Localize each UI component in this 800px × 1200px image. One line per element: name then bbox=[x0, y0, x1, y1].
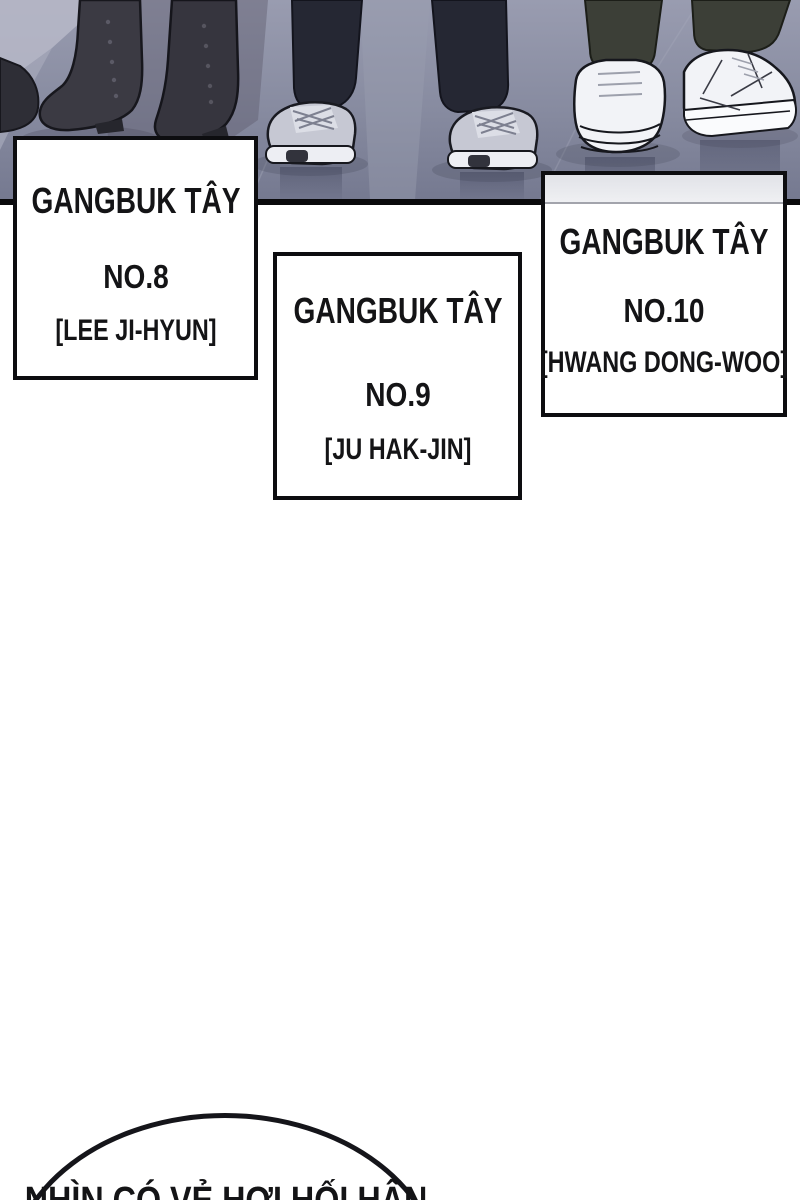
panel-bottom-border bbox=[0, 199, 800, 205]
fighter-name-label: [HWANG DONG-WOO] bbox=[539, 346, 789, 380]
rank-label: NO.8 bbox=[102, 257, 169, 295]
center-figure-gray-sneakers bbox=[265, 0, 539, 171]
rank-label: NO.10 bbox=[623, 291, 705, 329]
team-label: GANGBUK TÂY bbox=[559, 220, 769, 262]
caption-box-no10: GANGBUK TÂY NO.10 [HWANG DONG-WOO] bbox=[539, 171, 789, 417]
fighter-name-label: [JU HAK-JIN] bbox=[324, 433, 471, 467]
fighter-name-label: [LEE JI-HYUN] bbox=[54, 314, 217, 348]
cropped-left-shoe bbox=[0, 56, 40, 134]
right-figure-white-sneakers bbox=[573, 0, 797, 154]
artwork-overlap-tint bbox=[545, 175, 783, 204]
rank-label: NO.9 bbox=[364, 376, 431, 414]
team-label: GANGBUK TÂY bbox=[30, 180, 241, 222]
caption-box-no9: GANGBUK TÂY NO.9 [JU HAK-JIN] bbox=[273, 252, 522, 500]
speech-bubble-text: NHÌN CÓ VẺ HƠI HỐI HẬN bbox=[25, 1182, 428, 1200]
team-label: GANGBUK TÂY bbox=[292, 290, 503, 332]
caption-box-no8: GANGBUK TÂY NO.8 [LEE JI-HYUN] bbox=[13, 136, 258, 380]
dark-boots-legs bbox=[38, 0, 240, 144]
